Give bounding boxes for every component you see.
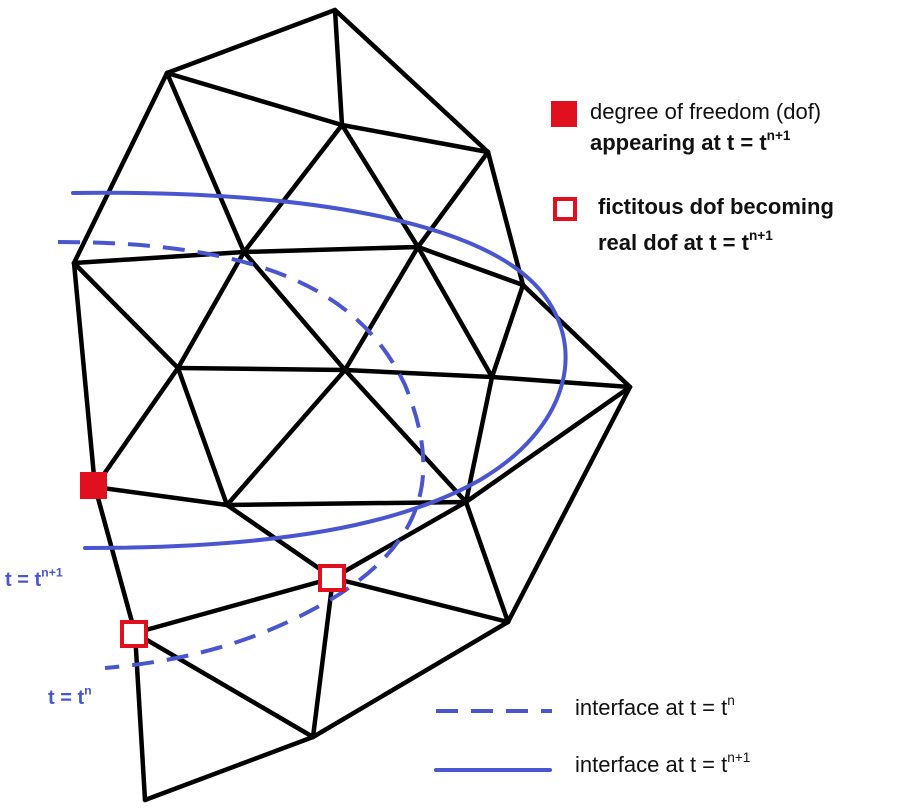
mesh-edge xyxy=(164,70,247,255)
legend-fictitious-line1: fictitous dof becoming xyxy=(598,194,834,219)
mesh-edge xyxy=(132,630,148,803)
mesh-edge xyxy=(415,244,495,380)
mesh-edge xyxy=(332,7,491,155)
legend-dof-line2: appearing at t = tn+1 xyxy=(590,127,791,155)
mesh-edge xyxy=(415,244,526,288)
mesh-edge xyxy=(330,575,511,625)
mesh-edge xyxy=(71,260,181,371)
mesh-edge xyxy=(489,282,526,380)
mesh-edge xyxy=(463,499,511,625)
mesh-edge xyxy=(175,365,348,373)
mesh-edge xyxy=(241,244,421,255)
mesh-edge xyxy=(330,499,469,581)
mesh-edge xyxy=(142,734,316,803)
legend-dof-filled-icon xyxy=(551,101,577,127)
mesh-edge xyxy=(339,122,421,250)
mesh-edge xyxy=(342,367,469,505)
dof-appearing-marker xyxy=(80,472,107,499)
fictitious-dof-marker xyxy=(120,620,148,648)
legend-interface-tn-label: interface at t = tn xyxy=(575,692,735,720)
legend-fictitious-line2: real dof at t = tn+1 xyxy=(598,227,773,255)
mesh-edge xyxy=(241,122,345,255)
triangular-mesh xyxy=(71,7,633,803)
mesh-edge xyxy=(332,7,345,128)
curve-label-tn1: t = tn+1 xyxy=(5,565,63,591)
curve-label-tn: t = tn xyxy=(48,683,92,709)
mesh-edge xyxy=(415,149,491,250)
mesh-edge xyxy=(92,365,181,490)
fictitious-dof-marker xyxy=(318,564,346,592)
legend-dof-hollow-icon xyxy=(553,197,577,221)
mesh-edge xyxy=(505,384,633,625)
mesh-edge xyxy=(339,122,491,155)
mesh-edge xyxy=(520,282,633,390)
interface-tn1-curve xyxy=(71,190,568,550)
mesh-edge xyxy=(71,70,170,266)
mesh-edge xyxy=(164,70,345,128)
mesh-edge xyxy=(342,367,495,380)
mesh-edge xyxy=(175,249,247,371)
legend-dof-line1: degree of freedom (dof) xyxy=(590,99,822,124)
mesh-edge xyxy=(175,365,230,508)
mesh-edge xyxy=(224,367,348,508)
mesh-edge xyxy=(224,502,336,581)
mesh-edge xyxy=(92,484,138,636)
legend-interface-tn1-label: interface at t = tn+1 xyxy=(575,749,751,777)
interface-tn-curve xyxy=(57,240,426,670)
mesh-edge xyxy=(485,149,526,288)
mesh-edge xyxy=(463,384,633,505)
mesh-edge xyxy=(132,630,316,740)
mesh-edge xyxy=(92,484,230,508)
mesh-edge xyxy=(310,575,336,740)
mesh-edge xyxy=(342,244,421,373)
mesh-edge xyxy=(463,374,495,505)
mesh-edge xyxy=(241,249,348,373)
mesh-edge xyxy=(164,7,338,76)
mesh-edge xyxy=(310,619,511,740)
mesh-edge xyxy=(132,575,336,636)
mesh-edge xyxy=(71,260,98,490)
